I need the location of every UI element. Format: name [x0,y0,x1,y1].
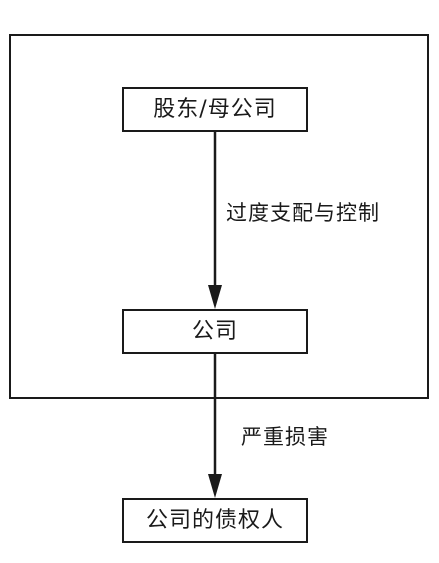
node-company-label: 公司 [191,318,238,344]
node-creditor: 公司的债权人 [122,498,308,543]
arrow-shareholder-to-company [208,132,222,309]
edge-label-control: 过度支配与控制 [226,201,380,225]
node-shareholder: 股东/母公司 [122,87,308,132]
node-creditor-label: 公司的债权人 [145,507,284,533]
edge-label-harm: 严重损害 [241,425,329,449]
outer-boundary-frame [9,34,429,399]
node-company: 公司 [122,309,308,354]
node-shareholder-label: 股东/母公司 [153,96,277,122]
arrow-company-to-creditor [208,354,222,498]
